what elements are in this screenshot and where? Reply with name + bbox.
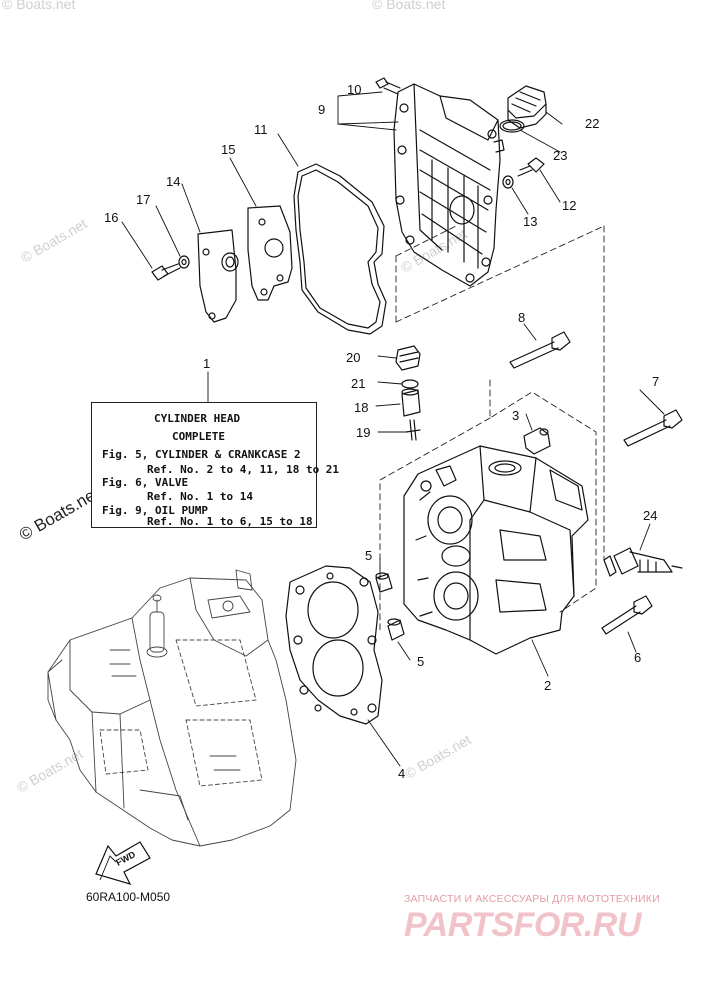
spark-plug: [603, 547, 683, 577]
note-line-4: Ref. No. 1 to 14: [147, 490, 253, 503]
callout-14: 14: [166, 174, 180, 189]
callout-2: 2: [544, 678, 551, 693]
plug-3: [523, 427, 551, 455]
callout-11: 11: [254, 122, 268, 137]
watermark-top-right: © Boats.net: [372, 0, 446, 12]
callout-numbers: 1 2 3 4 5 5 6 7 8 9 10 11 12 13 14 15 16…: [104, 82, 659, 781]
callout-16: 16: [104, 210, 118, 225]
callout-4: 4: [398, 766, 405, 781]
dowel-pin-upper: [375, 572, 393, 593]
fwd-arrow-icon: FWD: [95, 841, 151, 885]
note-line-5: Fig. 9, OIL PUMP: [102, 504, 208, 517]
callout-5-lower: 5: [417, 654, 424, 669]
callout-22: 22: [585, 116, 599, 131]
dowel-pin-lower: [387, 618, 405, 641]
shop-tagline: ЗАПЧАСТИ И АКСЕССУАРЫ ДЛЯ МОТОТЕХНИКИ: [404, 893, 660, 905]
cylinder-head-cover: [393, 83, 505, 287]
anode-cover: [247, 205, 293, 301]
engine-block-outline: [47, 569, 297, 847]
bolt-8: [509, 331, 571, 369]
bolt-12: [517, 157, 545, 177]
cylinder-head-gasket: [285, 565, 383, 725]
callout-7: 7: [652, 374, 659, 389]
note-title: CYLINDER HEAD: [154, 412, 241, 425]
callout-18: 18: [354, 400, 368, 415]
callout-19: 19: [356, 425, 370, 440]
callout-20: 20: [346, 350, 360, 365]
thermostat-18: [401, 388, 421, 417]
callout-3: 3: [512, 408, 519, 423]
callout-13: 13: [523, 214, 537, 229]
o-ring-21: [401, 379, 419, 389]
anode: [197, 229, 239, 323]
assembly-guide-lines: [379, 225, 605, 631]
callout-1: 1: [203, 356, 210, 371]
cylinder-head-complete-note: CYLINDER HEAD COMPLETE Fig. 5, CYLINDER …: [91, 402, 339, 528]
shop-logo: PARTSFOR.RU: [404, 906, 641, 944]
callout-5-upper: 5: [365, 548, 372, 563]
pin-19: [405, 419, 421, 441]
note-line-6: Ref. No. 1 to 6, 15 to 18: [147, 515, 313, 528]
gasket-13: [502, 175, 514, 189]
note-line-2: Ref. No. 2 to 4, 11, 18 to 21: [147, 463, 340, 476]
callout-23: 23: [553, 148, 567, 163]
cylinder-head: [403, 445, 589, 655]
callout-12: 12: [562, 198, 576, 213]
note-line-1: Fig. 5, CYLINDER & CRANKCASE 2: [102, 448, 301, 461]
callout-9: 9: [318, 102, 325, 117]
callout-8: 8: [518, 310, 525, 325]
leader-lines: [121, 91, 665, 767]
callout-10: 10: [347, 82, 361, 97]
o-ring-23: [499, 119, 525, 133]
bolt-16: [151, 263, 181, 281]
cover-gasket: [293, 163, 387, 335]
callout-15: 15: [221, 142, 235, 157]
note-subtitle: COMPLETE: [172, 430, 225, 443]
callout-21: 21: [351, 376, 365, 391]
callout-24: 24: [643, 508, 657, 523]
washer-17: [178, 255, 190, 269]
callout-6: 6: [634, 650, 641, 665]
bolt-6: [601, 595, 653, 635]
callout-17: 17: [136, 192, 150, 207]
thermostat-cover-20: [395, 345, 421, 371]
diagram-code: 60RA100-M050: [86, 890, 171, 904]
note-line-3: Fig. 6, VALVE: [102, 476, 189, 489]
bolt-10: [375, 77, 401, 95]
watermark-top-left: © Boats.net: [2, 0, 76, 12]
bolt-7: [623, 409, 683, 447]
